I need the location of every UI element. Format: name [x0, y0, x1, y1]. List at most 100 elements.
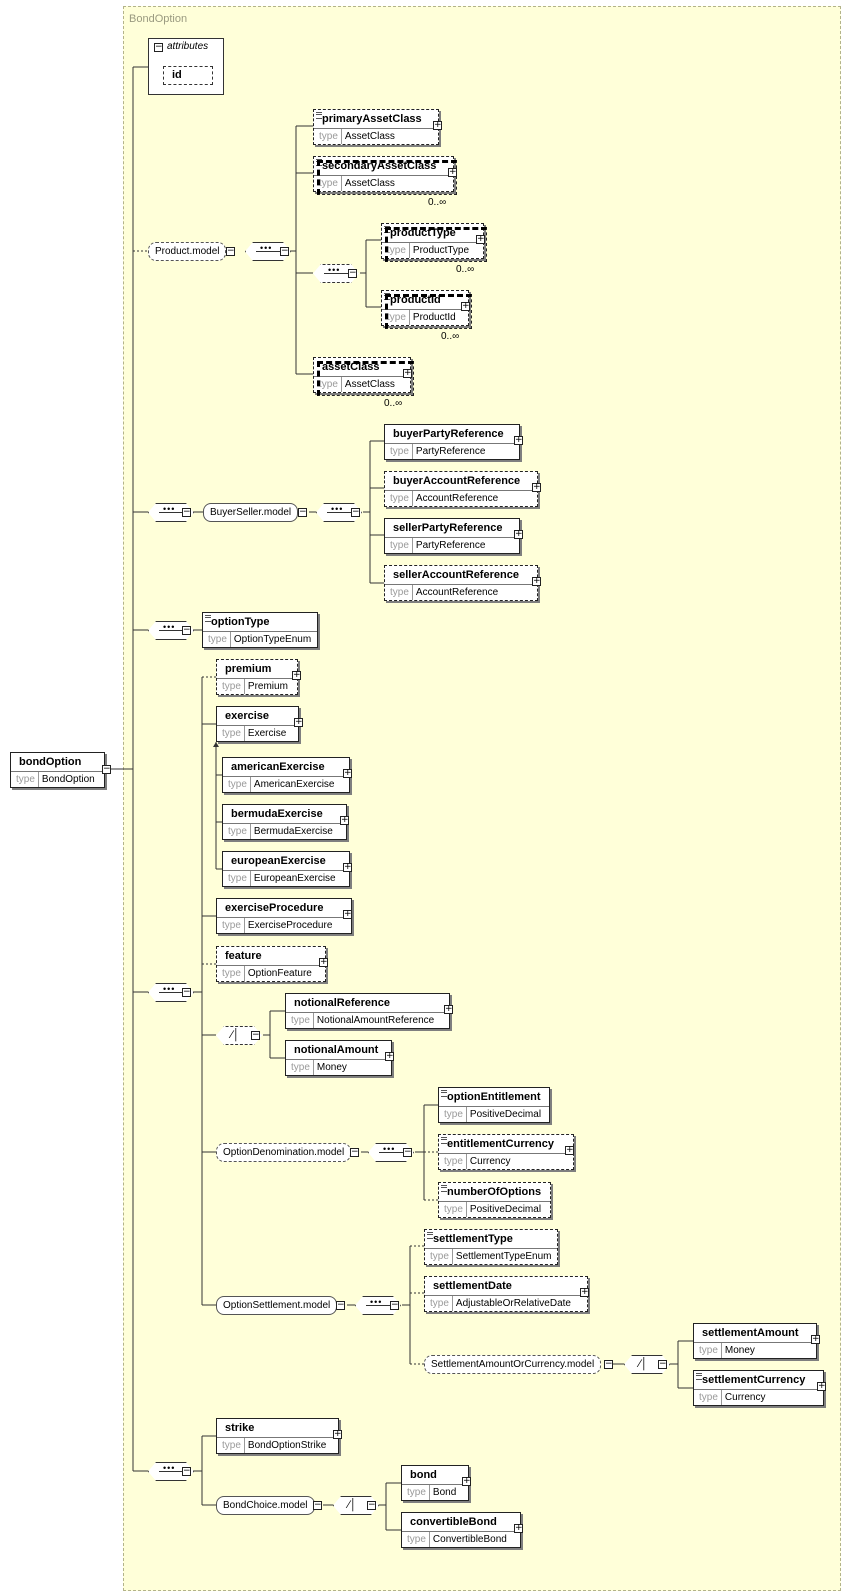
group-option-settlement-model[interactable]: OptionSettlement.model	[216, 1296, 338, 1315]
expand-icon[interactable]: +	[343, 768, 352, 778]
collapse-icon[interactable]: −	[182, 987, 191, 997]
multiplicity-label: 0..∞	[441, 331, 460, 342]
collapse-icon[interactable]: −	[390, 1300, 399, 1310]
expand-icon[interactable]: +	[476, 234, 485, 244]
expand-icon[interactable]: +	[514, 1523, 523, 1533]
expand-icon[interactable]: +	[403, 368, 412, 378]
expand-icon[interactable]: +	[294, 717, 303, 727]
expand-icon[interactable]: +	[340, 815, 349, 825]
choice-compositor	[216, 1026, 262, 1045]
sequence-compositor	[368, 1143, 414, 1162]
group-product-model[interactable]: Product.model	[148, 242, 227, 261]
collapse-icon[interactable]: −	[313, 1500, 322, 1510]
attributes-box: − attributes id	[148, 38, 224, 95]
collapse-icon[interactable]: −	[367, 1500, 376, 1510]
attribute-id[interactable]: id	[163, 66, 213, 85]
expand-icon[interactable]: +	[292, 670, 301, 680]
expand-icon[interactable]: +	[385, 1051, 394, 1061]
expand-icon[interactable]: +	[462, 1476, 471, 1486]
expand-icon[interactable]: +	[319, 957, 328, 967]
sequence-compositor	[148, 1462, 194, 1481]
sequence-compositor	[245, 242, 291, 261]
group-buyer-seller-model[interactable]: BuyerSeller.model	[203, 503, 299, 522]
collapse-icon[interactable]: −	[298, 507, 307, 517]
expand-icon[interactable]: +	[333, 1429, 342, 1439]
collapse-icon[interactable]: −	[348, 268, 357, 278]
collapse-icon[interactable]: −	[102, 764, 111, 774]
attributes-label: attributes	[167, 41, 209, 52]
expand-icon[interactable]: +	[817, 1381, 826, 1391]
collapse-icon[interactable]: −	[336, 1300, 345, 1310]
group-option-denomination-model[interactable]: OptionDenomination.model	[216, 1143, 352, 1162]
expand-icon[interactable]: +	[343, 862, 352, 872]
sequence-compositor	[148, 983, 194, 1002]
collapse-icon[interactable]: −	[226, 246, 235, 256]
collapse-icon[interactable]: −	[604, 1359, 613, 1369]
multiplicity-label: 0..∞	[384, 398, 403, 409]
expand-icon[interactable]: +	[343, 909, 352, 919]
sequence-compositor	[148, 503, 194, 522]
choice-compositor	[333, 1496, 379, 1515]
collapse-icon[interactable]: −	[280, 246, 289, 256]
multiplicity-label: 0..∞	[428, 197, 447, 208]
collapse-icon[interactable]: −	[251, 1030, 260, 1040]
diagram-title: BondOption	[129, 13, 188, 25]
expand-icon[interactable]: +	[565, 1145, 574, 1155]
expand-icon[interactable]: +	[811, 1334, 820, 1344]
choice-compositor	[624, 1355, 670, 1374]
expand-icon[interactable]: +	[580, 1287, 589, 1297]
group-settlement-amount-or-currency-model[interactable]: SettlementAmountOrCurrency.model	[424, 1355, 602, 1374]
collapse-icon[interactable]: −	[182, 625, 191, 635]
expand-icon[interactable]: +	[532, 482, 541, 492]
collapse-icon[interactable]: −	[658, 1359, 667, 1369]
collapse-icon[interactable]: −	[351, 507, 360, 517]
expand-icon[interactable]: +	[461, 301, 470, 311]
sequence-compositor	[316, 503, 362, 522]
collapse-icon[interactable]: −	[350, 1147, 359, 1157]
sequence-compositor	[355, 1296, 401, 1315]
collapse-icon[interactable]: −	[154, 42, 163, 52]
collapse-icon[interactable]: −	[182, 1466, 191, 1476]
expand-icon[interactable]: +	[514, 435, 523, 445]
collapse-icon[interactable]: −	[182, 507, 191, 517]
expand-icon[interactable]: +	[444, 1004, 453, 1014]
sequence-compositor	[148, 621, 194, 640]
group-bond-choice-model[interactable]: BondChoice.model	[216, 1496, 315, 1515]
expand-icon[interactable]: +	[448, 167, 457, 177]
collapse-icon[interactable]: −	[403, 1147, 412, 1157]
expand-icon[interactable]: +	[532, 576, 541, 586]
expand-icon[interactable]: +	[514, 529, 523, 539]
expand-icon[interactable]: +	[433, 120, 442, 130]
